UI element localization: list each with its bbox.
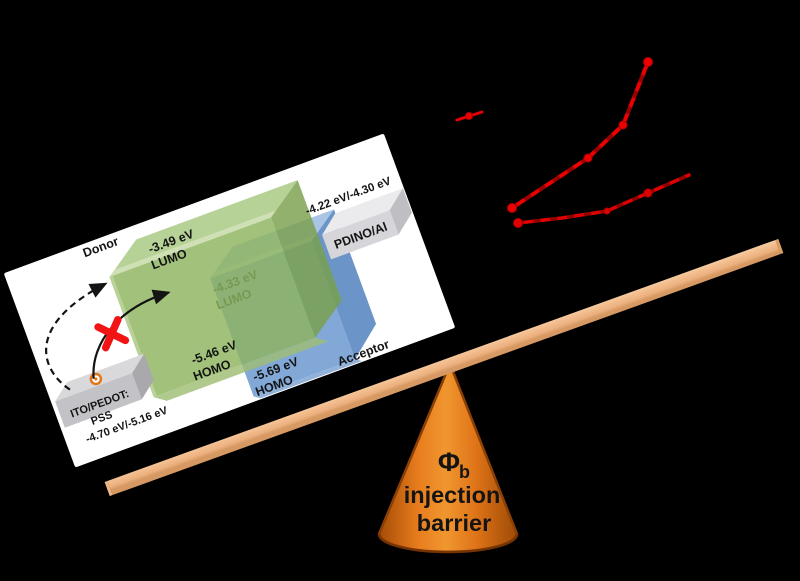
steep-rising-curve-marker [507, 203, 517, 213]
shallow-rising-curve-marker [643, 188, 653, 198]
steep-rising-curve-marker [583, 153, 593, 163]
shallow-rising-curve-texture [516, 173, 691, 225]
shallow-rising-curve [516, 173, 691, 225]
steep-rising-curve-marker [643, 57, 653, 67]
red-curves-layer [455, 57, 691, 228]
steep-rising-curve-marker [618, 120, 628, 130]
shallow-rising-curve-marker [603, 207, 611, 215]
donor-box [109, 180, 342, 401]
cone-caption-line2: barrier [417, 510, 491, 536]
cone-caption: Φ b injection barrier [404, 447, 501, 536]
plank-left-endcap [104, 480, 113, 497]
phi-symbol: Φ [438, 447, 460, 477]
steep-rising-curve-texture [510, 60, 650, 210]
phi-subscript: b [459, 462, 470, 482]
cone-caption-line1: injection [404, 482, 501, 508]
stray-tick-marker [465, 112, 473, 120]
steep-rising-curve [510, 60, 650, 210]
dashed-injection-arrow [45, 282, 108, 391]
energy-level-diagram-panel: -4.33 eV LUMO -3.49 eV LUMO -5.46 eV HOM… [3, 133, 456, 468]
cathode-slab [322, 188, 412, 260]
blocked-x-icon [94, 316, 130, 352]
plank-right-endcap [775, 238, 784, 255]
seesaw-plank [104, 238, 784, 497]
fulcrum-cone [377, 362, 519, 554]
shallow-rising-curve-marker [513, 218, 523, 228]
